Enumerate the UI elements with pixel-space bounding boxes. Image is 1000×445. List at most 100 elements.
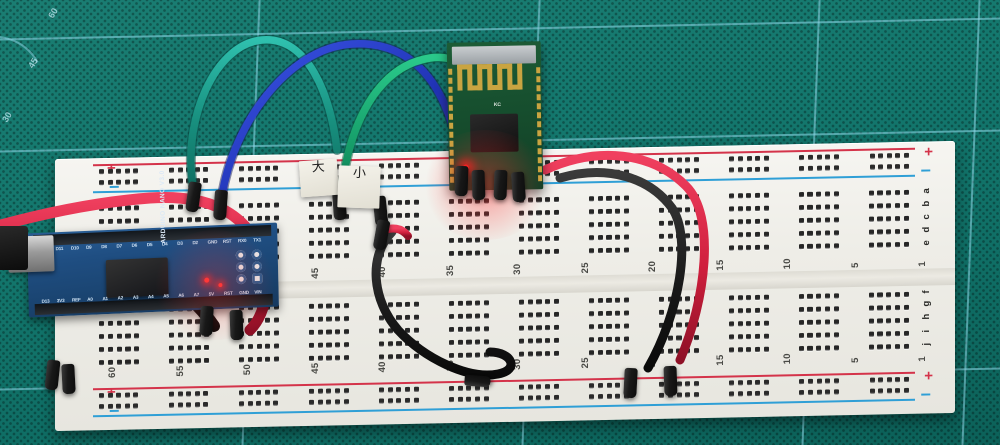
- breadboard-hole[interactable]: [685, 309, 691, 315]
- breadboard-hole[interactable]: [527, 197, 533, 203]
- breadboard-hole[interactable]: [755, 320, 761, 327]
- breadboard-hole[interactable]: [886, 292, 892, 298]
- breadboard-hole[interactable]: [868, 229, 874, 235]
- breadboard-hole[interactable]: [317, 355, 323, 361]
- breadboard-hole[interactable]: [177, 319, 183, 325]
- breadboard-hole[interactable]: [833, 345, 839, 351]
- breadboard-hole[interactable]: [816, 230, 822, 236]
- breadboard-hole[interactable]: [475, 339, 481, 345]
- breadboard-hole[interactable]: [457, 198, 463, 205]
- breadboard-hole[interactable]: [99, 320, 105, 327]
- rail-hole[interactable]: [124, 168, 130, 185]
- breadboard-hole[interactable]: [518, 338, 524, 344]
- breadboard-hole[interactable]: [405, 238, 411, 245]
- breadboard-hole[interactable]: [265, 317, 271, 323]
- breadboard-hole[interactable]: [378, 315, 385, 321]
- rail-hole[interactable]: [833, 378, 839, 395]
- rail-hole[interactable]: [483, 385, 489, 402]
- breadboard-hole[interactable]: [615, 208, 621, 214]
- rail-hole[interactable]: [99, 169, 104, 186]
- breadboard-hole[interactable]: [317, 214, 323, 220]
- rail-hole[interactable]: [825, 154, 831, 171]
- breadboard-hole[interactable]: [545, 196, 551, 203]
- breadboard-hole[interactable]: [763, 205, 770, 211]
- rail-hole[interactable]: [449, 386, 455, 403]
- breadboard-hole[interactable]: [466, 352, 472, 358]
- rail-hole[interactable]: [256, 389, 262, 406]
- dupont-plug[interactable]: [199, 305, 214, 337]
- rail-hole[interactable]: [903, 376, 909, 393]
- dupont-plug[interactable]: [493, 169, 508, 201]
- breadboard-hole[interactable]: [326, 214, 332, 220]
- rail-hole-group[interactable]: [169, 390, 209, 410]
- rail-hole[interactable]: [763, 155, 769, 172]
- breadboard-hole[interactable]: [545, 235, 551, 242]
- rail-hole[interactable]: [99, 393, 104, 410]
- breadboard-hole[interactable]: [685, 246, 691, 252]
- breadboard-hole[interactable]: [256, 202, 262, 209]
- breadboard-hole[interactable]: [693, 246, 700, 252]
- breadboard-hole[interactable]: [448, 224, 455, 231]
- rail-hole[interactable]: [895, 377, 901, 394]
- breadboard-hole[interactable]: [895, 330, 901, 337]
- breadboard-hole[interactable]: [545, 350, 551, 357]
- breadboard-hole[interactable]: [676, 309, 682, 315]
- breadboard-hole[interactable]: [903, 189, 909, 196]
- breadboard-hole[interactable]: [833, 332, 839, 338]
- breadboard-hole[interactable]: [886, 344, 892, 350]
- rail-hole[interactable]: [387, 163, 393, 180]
- breadboard-hole[interactable]: [414, 314, 420, 320]
- breadboard-hole[interactable]: [868, 331, 874, 337]
- rail-hole[interactable]: [194, 167, 200, 184]
- breadboard-hole[interactable]: [816, 306, 822, 312]
- breadboard-hole[interactable]: [553, 222, 560, 229]
- breadboard-hole[interactable]: [527, 351, 533, 357]
- rail-hole[interactable]: [239, 390, 245, 407]
- breadboard-hole[interactable]: [396, 353, 402, 360]
- breadboard-hole[interactable]: [238, 344, 245, 350]
- breadboard-hole[interactable]: [134, 359, 140, 365]
- breadboard-hole[interactable]: [405, 199, 411, 206]
- breadboard-hole[interactable]: [658, 233, 664, 240]
- breadboard-hole[interactable]: [116, 205, 122, 211]
- breadboard-hole[interactable]: [247, 356, 253, 363]
- breadboard-hole[interactable]: [588, 196, 594, 202]
- breadboard-hole[interactable]: [387, 315, 393, 321]
- breadboard-hole[interactable]: [597, 221, 603, 228]
- breadboard-hole[interactable]: [396, 340, 402, 347]
- breadboard-hole[interactable]: [825, 306, 831, 312]
- breadboard-hole[interactable]: [186, 217, 192, 223]
- breadboard-hole[interactable]: [527, 299, 533, 305]
- breadboard-hole[interactable]: [448, 326, 455, 333]
- breadboard-hole[interactable]: [798, 230, 804, 237]
- breadboard-hole[interactable]: [798, 293, 804, 300]
- breadboard-hole[interactable]: [466, 339, 472, 345]
- breadboard-hole[interactable]: [693, 233, 700, 239]
- breadboard-hole[interactable]: [396, 314, 402, 321]
- breadboard-hole[interactable]: [483, 339, 490, 345]
- rail-hole[interactable]: [597, 159, 603, 176]
- rail-hole[interactable]: [886, 377, 892, 394]
- breadboard-hole[interactable]: [265, 215, 271, 221]
- breadboard-hole[interactable]: [553, 350, 560, 357]
- breadboard-hole[interactable]: [204, 344, 210, 351]
- breadboard-hole[interactable]: [798, 306, 804, 313]
- breadboard-hole[interactable]: [606, 310, 612, 317]
- breadboard-hole[interactable]: [737, 245, 743, 251]
- breadboard-hole[interactable]: [895, 228, 901, 235]
- breadboard-hole[interactable]: [693, 335, 700, 341]
- breadboard-hole[interactable]: [886, 190, 892, 196]
- breadboard-hole[interactable]: [308, 214, 315, 221]
- breadboard-hole[interactable]: [693, 322, 700, 328]
- breadboard-hole[interactable]: [868, 318, 874, 324]
- breadboard-hole[interactable]: [658, 322, 664, 329]
- breadboard-hole[interactable]: [658, 296, 664, 303]
- rail-hole-group[interactable]: [309, 388, 349, 407]
- dupont-plug[interactable]: [61, 363, 76, 395]
- breadboard-hole[interactable]: [658, 246, 664, 253]
- breadboard-hole[interactable]: [728, 321, 734, 327]
- breadboard-hole[interactable]: [825, 243, 831, 249]
- rail-hole[interactable]: [816, 154, 822, 171]
- breadboard-hole[interactable]: [134, 333, 140, 339]
- breadboard-hole[interactable]: [195, 217, 201, 223]
